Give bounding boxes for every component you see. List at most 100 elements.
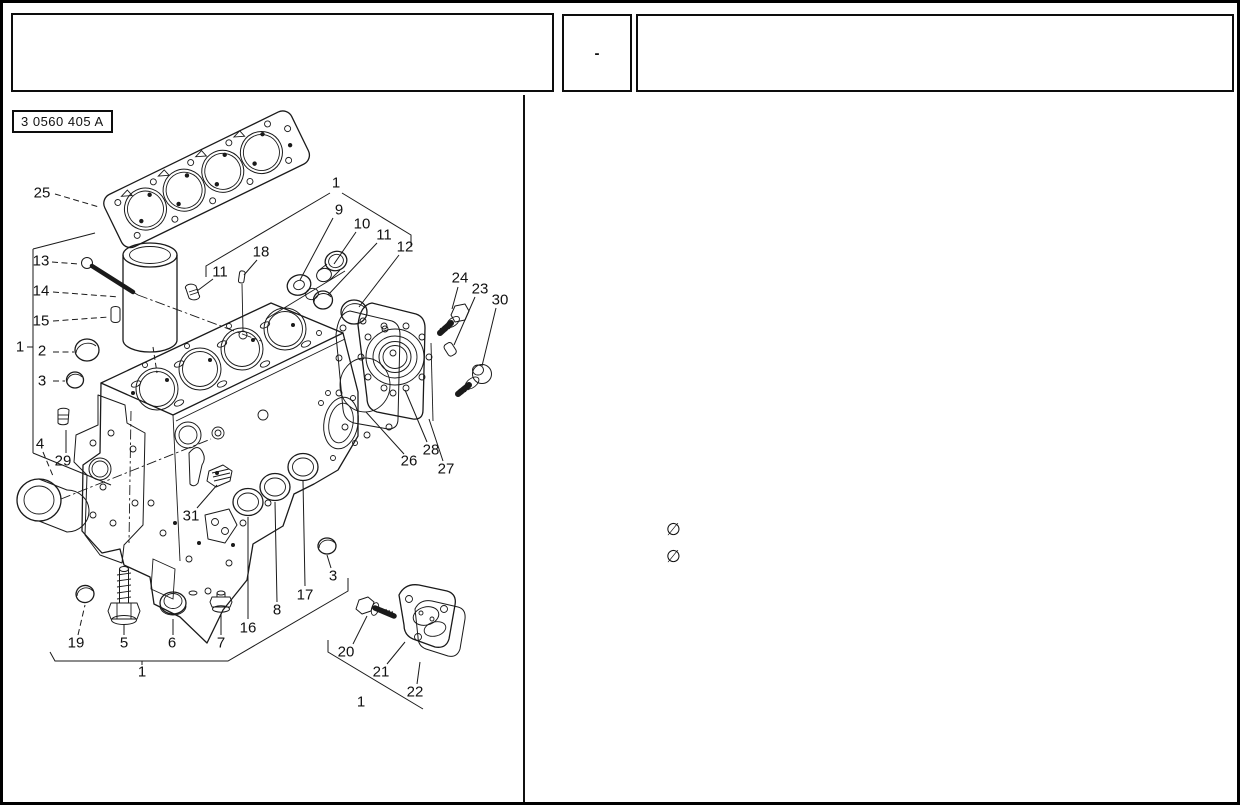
leader-line [327, 242, 378, 296]
header-box-middle: - [562, 14, 632, 92]
callout-4: 4 [36, 436, 44, 453]
diameter-symbol: ∅ [666, 547, 681, 566]
leader-line [358, 254, 400, 308]
plug-11b [184, 283, 201, 301]
callout-24: 24 [452, 270, 469, 287]
drawing-number-badge: 3 0560 405 A [12, 110, 113, 133]
callout-22: 22 [407, 684, 424, 701]
bolt-20 [355, 596, 397, 619]
callout-5: 5 [120, 635, 128, 652]
cylinder-block [81, 302, 359, 644]
callout-26: 26 [401, 453, 418, 470]
engine-front-plate [73, 394, 146, 564]
callout-28: 28 [423, 442, 440, 459]
leader-line [302, 480, 306, 587]
callout-20: 20 [338, 644, 355, 661]
plug-29 [57, 407, 70, 426]
callout-12: 12 [397, 239, 414, 256]
callout-9: 9 [335, 202, 343, 219]
callout-30: 30 [492, 292, 509, 309]
leader-line [54, 193, 100, 208]
callout-11: 11 [212, 264, 228, 281]
rear-seal-carrier [357, 302, 434, 422]
pin-23 [443, 342, 457, 357]
cover-gasket [414, 600, 466, 657]
callout-15: 15 [33, 313, 50, 330]
leader-line [365, 411, 405, 455]
cylinder-liner [122, 242, 178, 374]
leader-line [299, 217, 334, 281]
leader-line [481, 307, 497, 367]
callout-11: 11 [376, 227, 392, 244]
dowel-pin [110, 306, 121, 323]
header-box-left [11, 13, 554, 92]
leader-line [32, 452, 112, 486]
diameter-symbol: ∅ [666, 520, 681, 539]
camshaft-bush [16, 438, 212, 533]
callout-16: 16 [240, 620, 257, 637]
leader-line [205, 192, 331, 277]
callout-2: 2 [38, 343, 46, 360]
plug-7 [209, 590, 233, 613]
leader-line [333, 231, 357, 265]
callout-21: 21 [373, 664, 390, 681]
callout-23: 23 [472, 281, 489, 298]
callout-31: 31 [183, 508, 200, 525]
callout-27: 27 [438, 461, 455, 478]
exploded-view-diagram: 2519101112181113141524233012328262742931… [16, 110, 509, 711]
leader-line [327, 640, 424, 710]
leader-line [274, 501, 278, 603]
leader-line [326, 554, 332, 569]
bushing-6 [159, 591, 187, 616]
leader-line [51, 261, 80, 265]
leader-line [386, 641, 406, 665]
leader-line [404, 389, 428, 443]
rear-gasket [335, 310, 401, 439]
leader-line [196, 278, 214, 292]
bolt-5 [107, 566, 141, 625]
leader-line [243, 259, 258, 276]
callout-1: 1 [138, 664, 146, 681]
leader-line [352, 615, 368, 645]
callout-3: 3 [38, 373, 46, 390]
stud-bolt [81, 257, 262, 342]
panel-divider [523, 95, 525, 802]
bolt-24 [437, 303, 470, 336]
leader-line [77, 604, 86, 636]
header-box-right [636, 14, 1234, 92]
callout-1: 1 [357, 694, 365, 711]
callout-10: 10 [354, 216, 371, 233]
leader-line [196, 484, 218, 509]
threaded-plug-31 [206, 464, 233, 488]
head-gasket [103, 110, 311, 249]
callout-25: 25 [34, 185, 51, 202]
callout-1: 1 [16, 339, 24, 356]
callout-1: 1 [332, 175, 340, 192]
callout-14: 14 [33, 283, 50, 300]
bolt-30 [455, 364, 492, 397]
cup-plugs [65, 338, 337, 604]
leader-line [42, 451, 54, 477]
leader-line [52, 291, 120, 298]
callout-13: 13 [33, 253, 50, 270]
cover-plate [398, 584, 456, 648]
callout-6: 6 [168, 635, 176, 652]
callout-29: 29 [55, 453, 72, 470]
leader-line [453, 296, 476, 346]
bearing-sleeves [232, 452, 319, 517]
callout-17: 17 [297, 587, 314, 604]
leader-line [451, 286, 459, 310]
leader-line [52, 316, 110, 322]
leader-line [428, 418, 444, 462]
dowel-pin-18 [237, 270, 246, 332]
washer-plug-group [265, 250, 368, 325]
header-middle-text: - [594, 44, 600, 62]
leader-line [32, 232, 96, 250]
callout-8: 8 [273, 602, 281, 619]
leader-line [341, 192, 412, 247]
callout-18: 18 [253, 244, 270, 261]
callout-3: 3 [329, 568, 337, 585]
callout-19: 19 [68, 635, 85, 652]
